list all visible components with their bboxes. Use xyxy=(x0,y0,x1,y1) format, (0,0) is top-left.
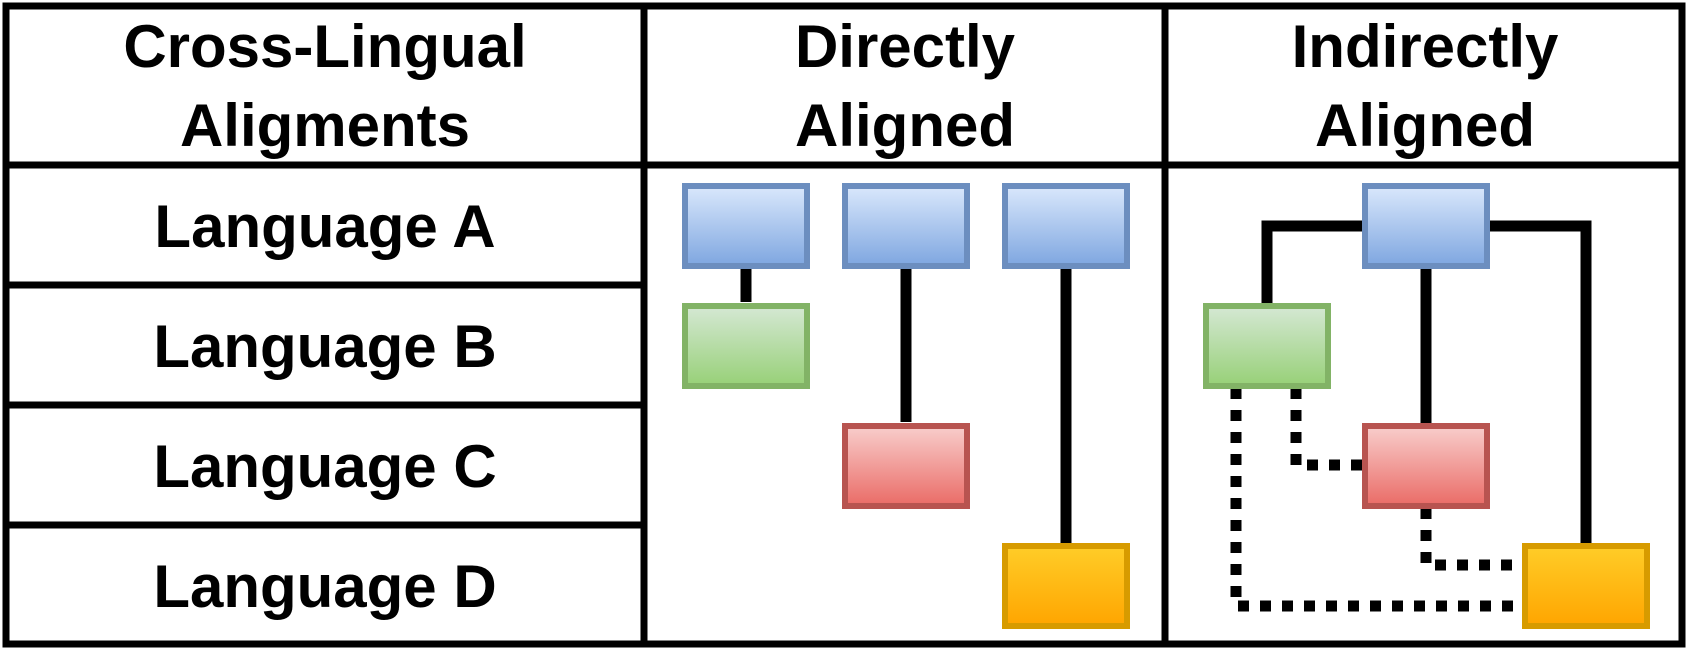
direct-box-a-1 xyxy=(682,183,810,269)
header-directly-line2: Aligned xyxy=(795,92,1015,159)
header-cross-lingual-line1: Cross-Lingual xyxy=(123,13,526,80)
direct-box-a-2 xyxy=(842,183,970,269)
indirect-box-a xyxy=(1362,183,1490,269)
indirect-box-c xyxy=(1362,423,1490,509)
row-label-language-c: Language C xyxy=(153,433,496,500)
header-indirectly-line1: Indirectly xyxy=(1292,13,1559,80)
row-labels: Language A Language B Language C Languag… xyxy=(153,193,496,620)
row-label-language-b: Language B xyxy=(153,313,496,380)
direct-connectors xyxy=(740,268,1072,543)
indirect-connector-a-d xyxy=(1490,220,1592,546)
indirect-box-b xyxy=(1203,303,1331,389)
direct-box-c xyxy=(842,423,970,509)
indirect-boxes xyxy=(1203,183,1650,629)
dotted-connector-b-d xyxy=(1230,388,1524,612)
indirect-dotted-connectors xyxy=(1230,388,1524,612)
row-label-language-d: Language D xyxy=(153,553,496,620)
dotted-connector-b-c xyxy=(1290,388,1364,471)
indirect-solid-connectors xyxy=(1261,220,1592,546)
indirect-connector-a-b xyxy=(1261,220,1363,304)
direct-boxes xyxy=(682,183,1130,629)
table-header: Cross-Lingual Aligments Directly Aligned… xyxy=(123,13,1559,159)
indirect-box-d xyxy=(1522,543,1650,629)
direct-box-d xyxy=(1002,543,1130,629)
header-directly-line1: Directly xyxy=(795,13,1016,80)
dotted-connector-c-d xyxy=(1420,508,1524,571)
direct-box-a-3 xyxy=(1002,183,1130,269)
header-cross-lingual-line2: Aligments xyxy=(180,92,470,159)
row-label-language-a: Language A xyxy=(154,193,495,260)
header-indirectly-line2: Aligned xyxy=(1315,92,1535,159)
direct-box-b xyxy=(682,303,810,389)
